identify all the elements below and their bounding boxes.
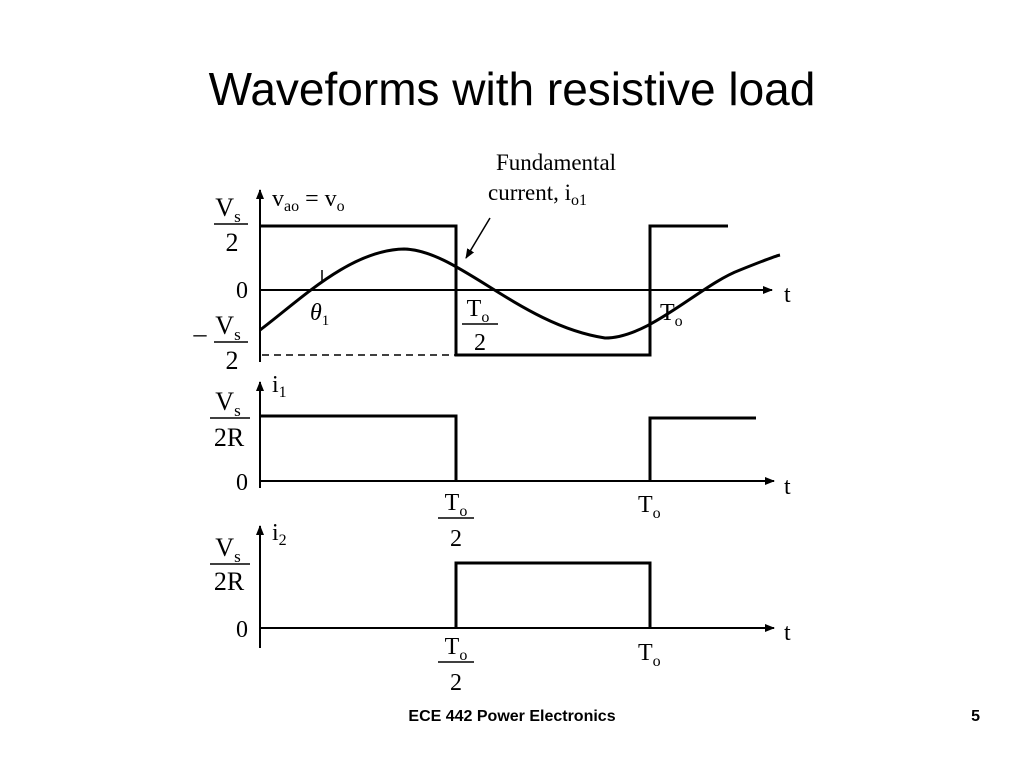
i2-zero-label: 0 (236, 617, 248, 643)
i2-half-period-denominator: 2 (450, 670, 462, 696)
i1-pulse-wave-second (648, 416, 756, 481)
vao-negative-sign: – (193, 319, 208, 348)
i1-half-period-numerator: To (445, 490, 468, 520)
i1-half-period-denominator: 2 (450, 526, 462, 552)
vao-bottom-level-denominator: 2 (226, 346, 239, 375)
fundamental-annotation-arrow (465, 217, 491, 259)
i1-t-label: t (784, 474, 791, 500)
vao-half-period-denominator: 2 (474, 330, 486, 356)
plot-vao-labels: vao = vo Fundamental current, io1 Vs 2 0… (193, 150, 792, 375)
i1-level-numerator: Vs (215, 387, 240, 420)
slide-title: Waveforms with resistive load (208, 63, 816, 115)
i2-level-numerator: Vs (215, 533, 240, 566)
vao-y-label: vao = vo (272, 186, 345, 215)
waveform-diagram: vao = vo Fundamental current, io1 Vs 2 0… (193, 150, 792, 696)
i1-zero-label: 0 (236, 470, 248, 496)
i1-level-denominator: 2R (214, 423, 245, 452)
fundamental-current-sinusoid (259, 247, 781, 340)
fundamental-label-line1: Fundamental (496, 150, 616, 175)
plot-vao (256, 189, 781, 362)
vao-top-level-numerator: Vs (215, 193, 240, 226)
vao-bottom-level-numerator: Vs (215, 311, 240, 344)
fundamental-label-line2: current, io1 (488, 180, 587, 209)
vao-period-label: To (660, 300, 683, 330)
i1-y-label: i1 (272, 372, 287, 401)
plot-i1 (256, 381, 775, 488)
vao-top-level-denominator: 2 (226, 228, 239, 257)
page-number: 5 (971, 708, 980, 725)
i1-period-label: To (638, 492, 661, 522)
i2-t-label: t (784, 620, 791, 646)
i2-level-denominator: 2R (214, 567, 245, 596)
vao-half-period-numerator: To (467, 296, 490, 326)
vao-zero-label: 0 (236, 278, 248, 304)
vao-square-wave (260, 224, 728, 357)
i1-pulse-wave (260, 414, 458, 481)
footer-course-name: ECE 442 Power Electronics (408, 708, 616, 725)
plot-i2-labels: i2 Vs 2R 0 To 2 To t (210, 520, 791, 696)
theta1-label: θ1 (310, 300, 329, 329)
plot-i1-labels: i1 Vs 2R 0 To 2 To t (210, 372, 791, 552)
i2-y-label: i2 (272, 520, 287, 549)
i2-half-period-numerator: To (445, 634, 468, 664)
i2-period-label: To (638, 640, 661, 670)
i2-pulse-wave (454, 561, 652, 628)
vao-t-label: t (784, 282, 791, 308)
plot-i2 (256, 525, 775, 648)
